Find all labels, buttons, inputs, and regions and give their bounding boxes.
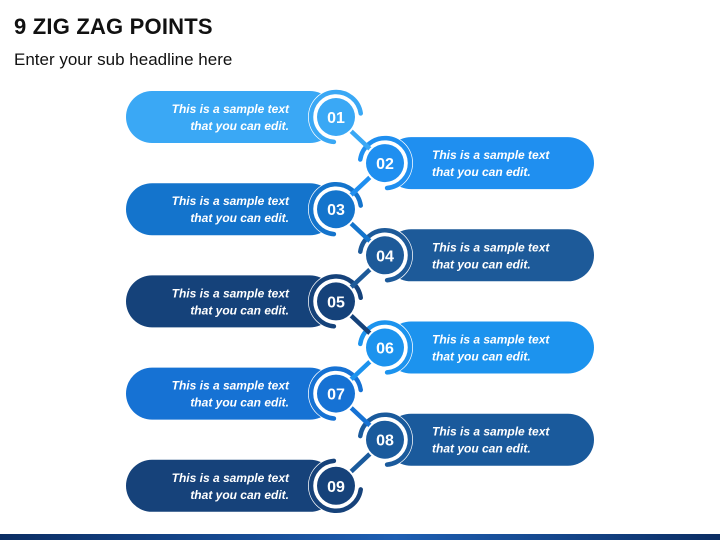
number-circle-08: [366, 420, 404, 459]
point-number-01: 01: [327, 110, 345, 127]
number-circle-04: [366, 236, 404, 275]
point-text-line1-05: This is a sample text: [172, 286, 290, 300]
point-text-line2-04: that you can edit.: [432, 257, 531, 271]
slide-title: 9 ZIG ZAG POINTS: [14, 14, 213, 39]
number-circle-09: [317, 466, 355, 505]
point-pill-02: [385, 137, 594, 190]
point-pill-08: [385, 413, 594, 466]
point-text-line1-01: This is a sample text: [172, 102, 290, 116]
slide-subtitle: Enter your sub headline here: [14, 50, 233, 69]
point-text-line1-04: This is a sample text: [432, 240, 550, 254]
ring-arc-01: [308, 89, 363, 145]
point-text-line2-03: that you can edit.: [190, 211, 289, 225]
point-pill-03: [126, 183, 336, 236]
number-circle-01: [317, 98, 355, 136]
point-pill-04: [385, 229, 594, 282]
point-pill-05: [126, 275, 336, 328]
number-circle-06: [366, 328, 404, 367]
pills-layer: [126, 91, 594, 512]
point-pill-07: [126, 367, 336, 420]
point-text-line2-07: that you can edit.: [190, 396, 289, 410]
number-circle-07: [317, 374, 355, 413]
point-number-03: 03: [327, 202, 345, 219]
point-text-line1-08: This is a sample text: [432, 425, 550, 439]
point-text-line1-07: This is a sample text: [172, 379, 290, 393]
point-text-line2-05: that you can edit.: [190, 303, 289, 317]
point-number-05: 05: [327, 294, 345, 311]
point-number-07: 07: [327, 387, 345, 404]
number-circle-03: [317, 190, 355, 229]
point-text-line1-06: This is a sample text: [432, 333, 550, 347]
point-text-line1-02: This is a sample text: [432, 148, 550, 162]
point-number-08: 08: [376, 433, 394, 450]
footer-bar: [0, 534, 720, 540]
point-text-line2-06: that you can edit.: [432, 350, 531, 364]
point-pill-01: [126, 91, 336, 143]
point-text-line1-03: This is a sample text: [172, 194, 290, 208]
point-number-06: 06: [376, 341, 394, 358]
point-pill-06: [385, 321, 594, 374]
ring-arc-09: [308, 458, 363, 513]
point-text-line2-02: that you can edit.: [432, 165, 531, 179]
point-number-09: 09: [327, 479, 345, 496]
point-text-line2-09: that you can edit.: [190, 488, 289, 502]
point-text-line1-09: This is a sample text: [172, 471, 290, 485]
point-number-02: 02: [376, 156, 394, 173]
number-circle-02: [366, 144, 404, 183]
point-pill-09: [126, 459, 336, 512]
point-number-04: 04: [376, 248, 394, 265]
number-circle-05: [317, 282, 355, 321]
point-text-line2-08: that you can edit.: [432, 442, 531, 456]
point-text-line2-01: that you can edit.: [190, 119, 289, 133]
